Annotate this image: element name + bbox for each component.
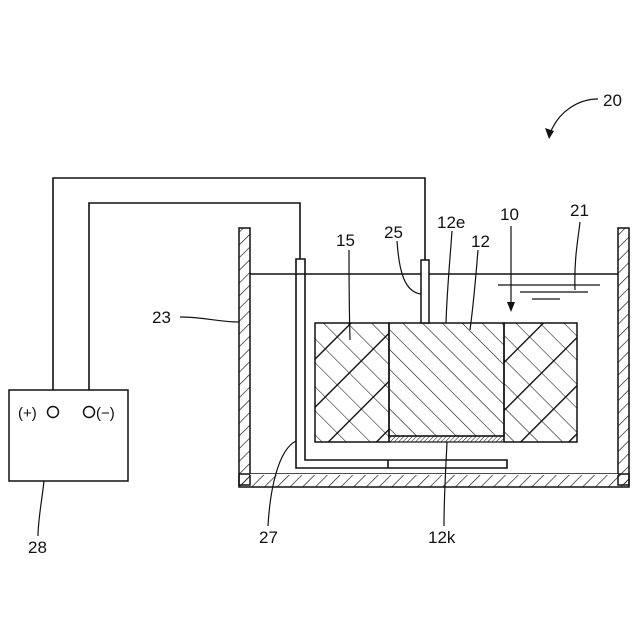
- label-25: 25: [384, 223, 403, 242]
- electrode-25: [421, 260, 429, 323]
- leader-12: [470, 250, 478, 330]
- negative-terminal-label: (−): [96, 405, 115, 422]
- label-20: 20: [603, 91, 622, 110]
- vessel-bottom: [239, 474, 629, 487]
- label-12k: 12k: [428, 528, 456, 547]
- arrowhead-20: [545, 128, 554, 139]
- vessel-inner-floor: [250, 474, 618, 475]
- power-source: (+) (−): [9, 390, 128, 481]
- positive-terminal-label: (+): [18, 405, 37, 422]
- positive-terminal-icon: [48, 407, 59, 418]
- negative-terminal-icon: [84, 407, 95, 418]
- label-12e: 12e: [437, 213, 465, 232]
- leader-23: [180, 317, 239, 322]
- label-15: 15: [336, 231, 355, 250]
- member-15-left-bold: [315, 323, 389, 442]
- electrode-25-rod: [421, 260, 429, 323]
- vessel-right-wall: [618, 228, 629, 485]
- member-12-body: [389, 323, 504, 436]
- label-27: 27: [259, 528, 278, 547]
- leader-25: [397, 241, 421, 294]
- leader-28: [38, 481, 44, 536]
- wire-negative: [89, 203, 300, 404]
- leader-12e: [446, 231, 452, 323]
- label-10: 10: [500, 205, 519, 224]
- leader-21: [575, 222, 580, 290]
- label-21: 21: [570, 201, 589, 220]
- member-12: [389, 323, 504, 442]
- leader-20: [549, 99, 598, 136]
- member-15-right-bold: [504, 323, 577, 442]
- arrowhead-10: [507, 302, 515, 312]
- vessel-left-wall: [239, 228, 250, 485]
- leader-15: [349, 250, 350, 340]
- label-12: 12: [471, 232, 490, 251]
- power-source-box: [9, 390, 128, 481]
- label-23: 23: [152, 308, 171, 327]
- label-28: 28: [28, 538, 47, 557]
- surface-12k: [389, 436, 504, 442]
